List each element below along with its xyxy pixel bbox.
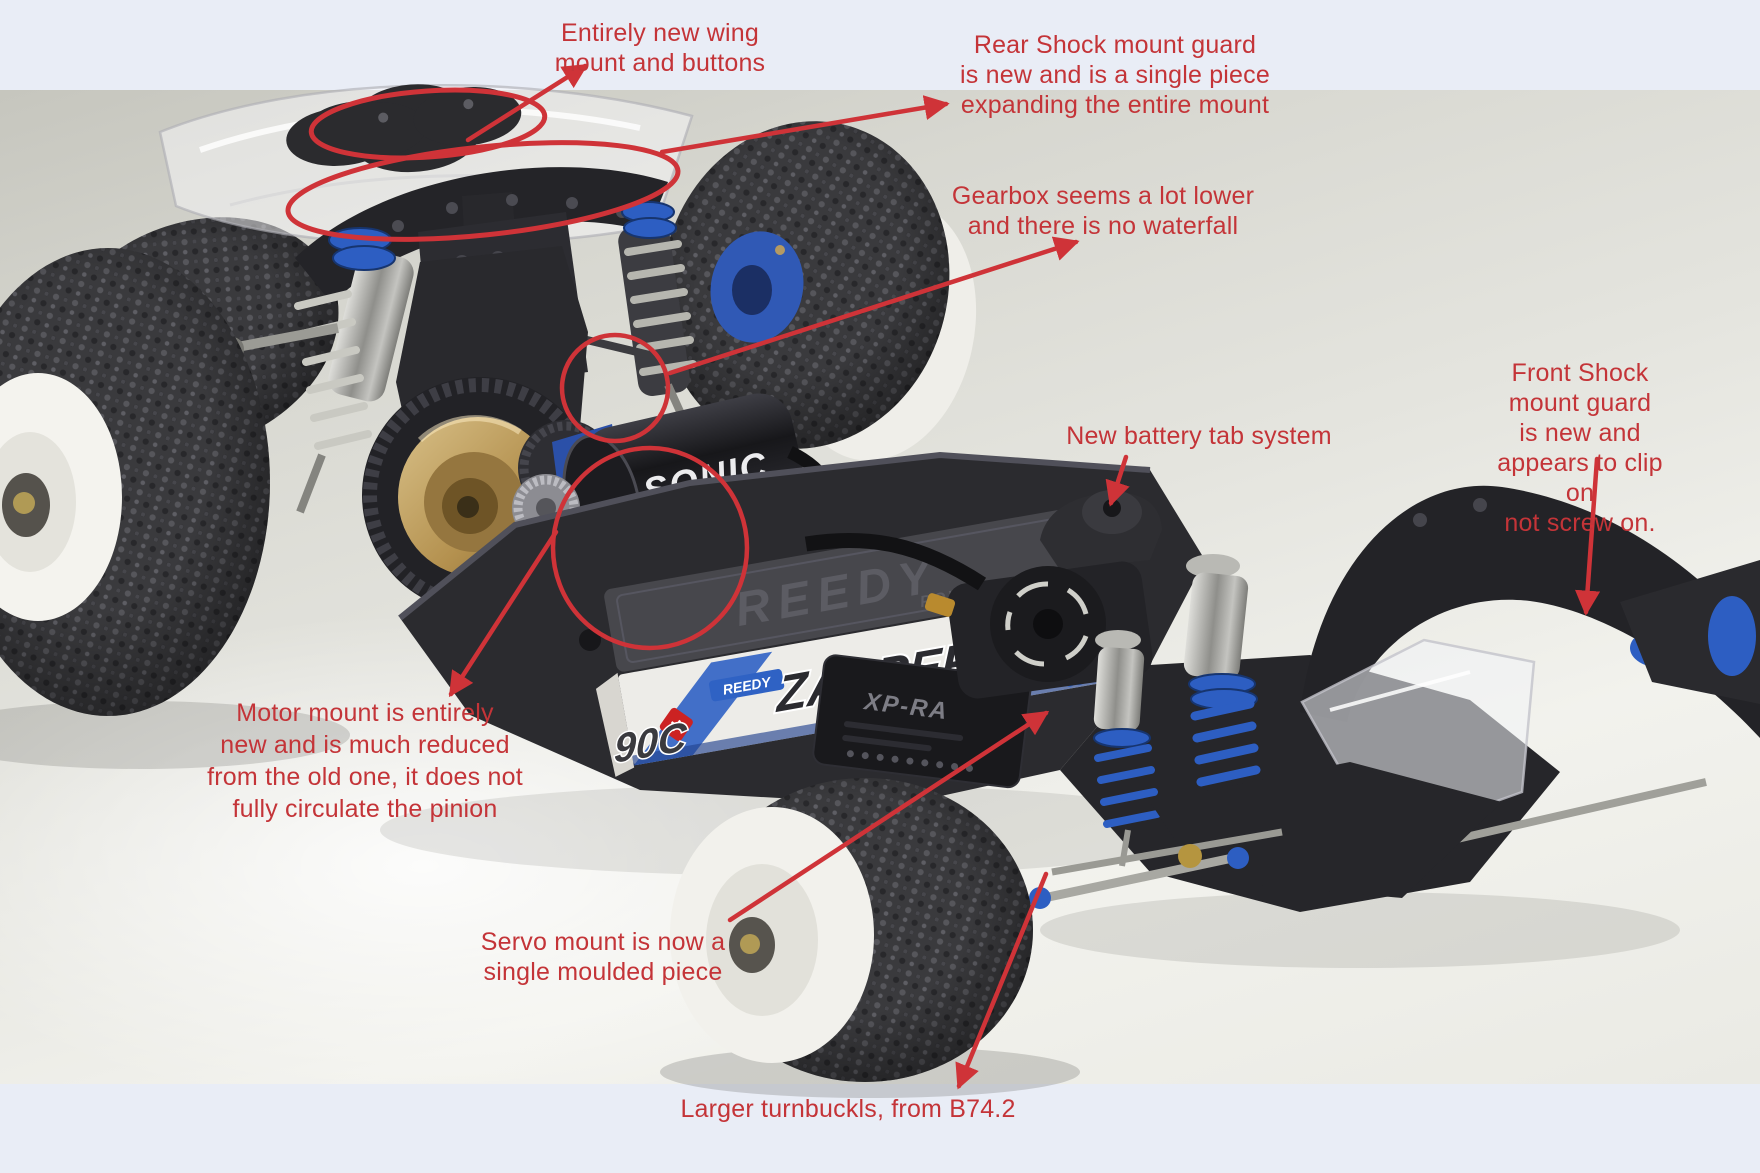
battery-tab — [1040, 490, 1162, 570]
annotation-rear-shock: Rear Shock mount guard is new and is a s… — [960, 31, 1270, 119]
annotation-servo-mount: Servo mount is now a single moulded piec… — [480, 928, 726, 986]
front-shocks — [1093, 554, 1263, 867]
right-edge-suspension — [1443, 560, 1760, 846]
annotation-turnbuckle: Larger turnbuckls, from B74.2 — [680, 1095, 1016, 1123]
annotation-motor-mount: Motor mount is entirely new and is much … — [207, 699, 523, 823]
rear-left-tire — [0, 248, 270, 716]
annotation-battery-tab: New battery tab system — [1066, 422, 1332, 450]
annotation-gearbox: Gearbox seems a lot lower and there is n… — [951, 182, 1255, 240]
annotation-wing: Entirely new wing mount and buttons — [554, 19, 766, 77]
battery-x-mark: ✕ — [669, 717, 685, 736]
annotation-front-shock: Front Shock mount guard is new and appea… — [1497, 359, 1663, 537]
